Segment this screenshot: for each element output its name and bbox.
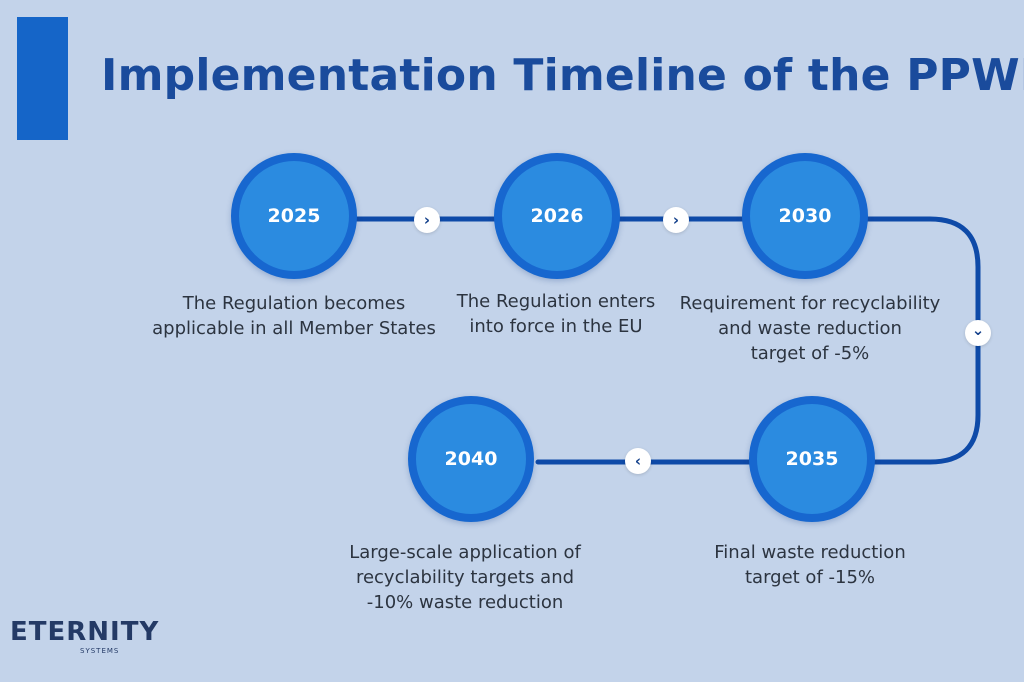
milestone-year: 2026 — [530, 205, 584, 227]
logo-wordmark: ETERNITY — [10, 617, 160, 647]
description-line: target of -15% — [744, 567, 876, 588]
milestone-description-2026: The Regulation enters into force in the … — [436, 289, 676, 339]
chevron-right-icon: › — [663, 207, 689, 233]
accent-bar — [17, 17, 68, 140]
milestone-year: 2025 — [267, 205, 321, 227]
milestone-2025: 2025 — [231, 153, 357, 279]
description-line: Final waste reduction — [714, 542, 906, 563]
description-line: and waste reduction — [718, 318, 902, 339]
page-title: Implementation Timeline of the PPWR — [101, 50, 1024, 101]
description-line: Large-scale application of — [349, 542, 581, 563]
milestone-2030: 2030 — [742, 153, 868, 279]
milestone-year: 2035 — [785, 448, 839, 470]
milestone-description-2040: Large-scale application of recyclability… — [325, 540, 605, 615]
chevron-right-icon: › — [414, 207, 440, 233]
description-line: recyclability targets and — [355, 567, 575, 588]
description-line: applicable in all Member States — [152, 318, 436, 339]
milestone-2026: 2026 — [494, 153, 620, 279]
chevron-left-icon: ‹ — [625, 448, 651, 474]
milestone-description-2025: The Regulation becomes applicable in all… — [134, 291, 454, 341]
description-line: The Regulation becomes — [182, 293, 406, 314]
logo-subtitle: SYSTEMS — [80, 647, 120, 655]
milestone-2040: 2040 — [408, 396, 534, 522]
description-line: -10% waste reduction — [366, 592, 564, 613]
company-logo: ETERNITY SYSTEMS — [10, 617, 180, 667]
milestone-description-2035: Final waste reduction target of -15% — [690, 540, 930, 590]
milestone-2035: 2035 — [749, 396, 875, 522]
description-line: into force in the EU — [469, 316, 643, 337]
milestone-year: 2040 — [444, 448, 498, 470]
milestone-year: 2030 — [778, 205, 832, 227]
milestone-description-2030: Requirement for recyclability and waste … — [660, 291, 960, 366]
chevron-down-icon: ⌄ — [965, 320, 991, 346]
description-line: Requirement for recyclability — [679, 293, 941, 314]
description-line: The Regulation enters — [456, 291, 656, 312]
description-line: target of -5% — [750, 343, 870, 364]
